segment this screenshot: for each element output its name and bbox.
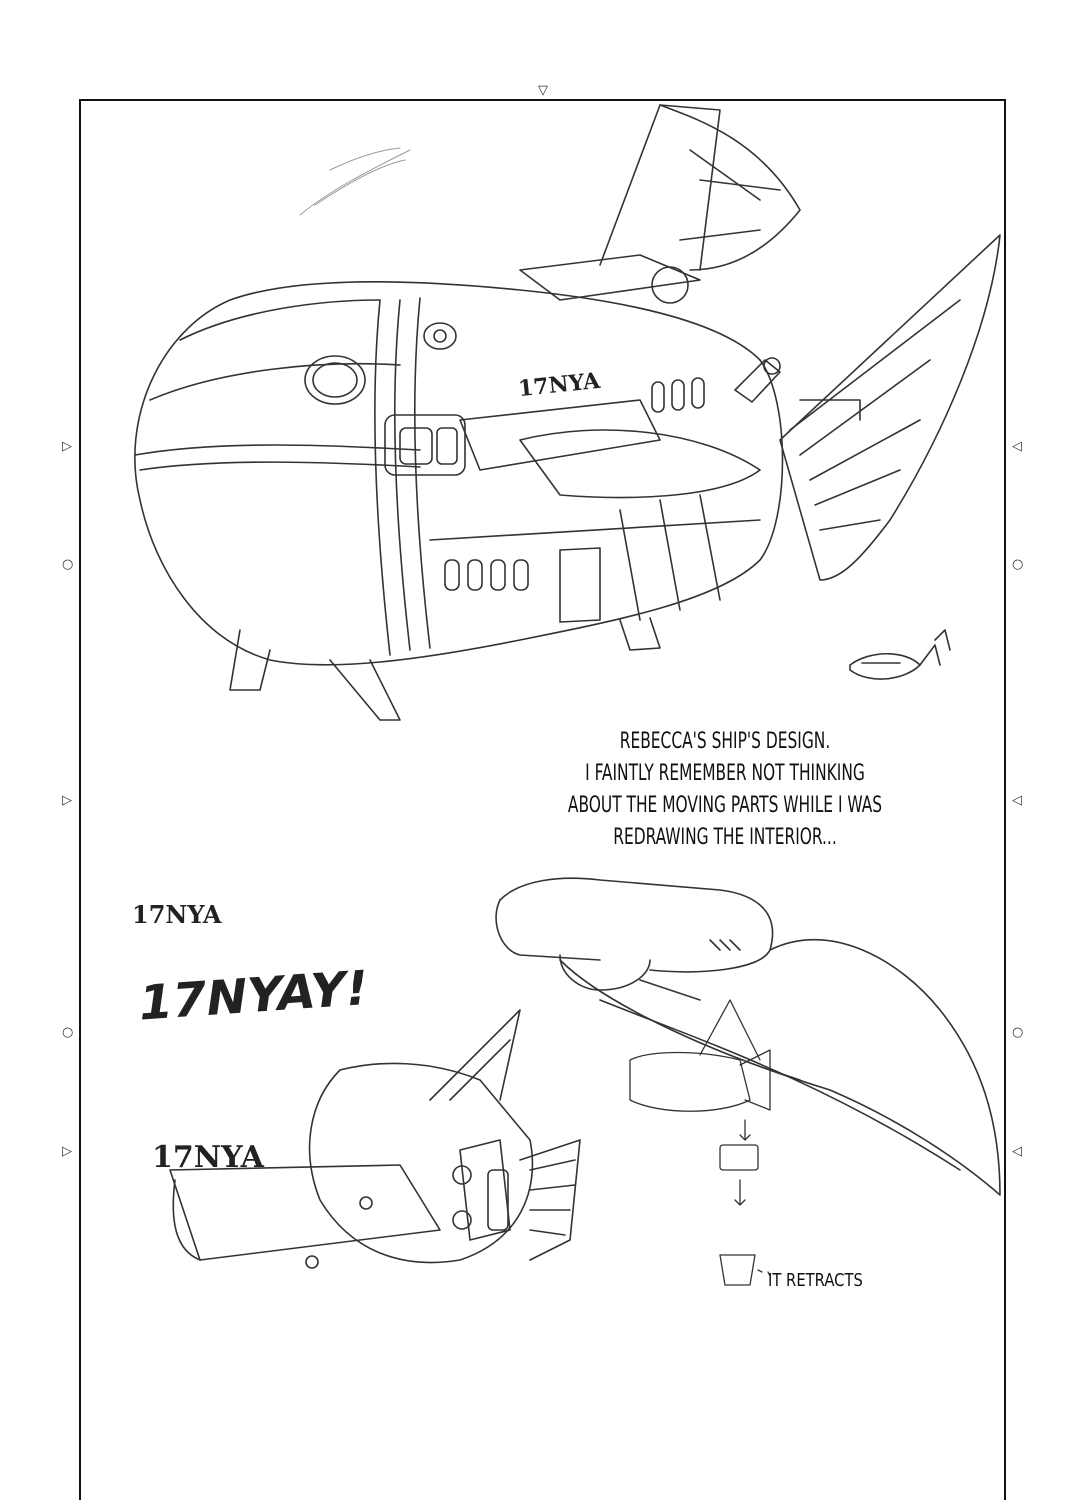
registration-mark-left-2: ○: [62, 557, 74, 572]
registration-mark-left-3: ▷: [62, 793, 72, 808]
registration-mark-right-3: ◁: [1012, 793, 1022, 808]
registration-mark-left-1: ▷: [62, 439, 72, 454]
registration-mark-right-2: ○: [1012, 557, 1024, 572]
wing-sketch: [495, 877, 1001, 1196]
registration-mark-top: ▽: [538, 83, 548, 98]
second-ship-drawing: [169, 1009, 581, 1269]
registration-mark-left-5: ▷: [62, 1144, 72, 1159]
caption-line-3: ABOUT THE MOVING PARTS WHILE I WAS: [567, 793, 883, 818]
retract-note: IT RETRACTS: [768, 1270, 863, 1291]
retract-diagram: [629, 999, 771, 1286]
registration-mark-left-4: ○: [62, 1025, 74, 1040]
author-caption: REBECCA'S SHIP'S DESIGN. I FAINTLY REMEM…: [565, 726, 885, 854]
sketch-logo-3: 17NYA: [152, 1140, 264, 1175]
main-ship-drawing: [134, 104, 1001, 721]
caption-line-2: I FAINTLY REMEMBER NOT THINKING: [585, 761, 865, 786]
caption-line-4: REDRAWING THE INTERIOR...: [613, 825, 837, 850]
registration-mark-right-1: ◁: [1012, 439, 1022, 454]
sketch-logo-1: 17NYA: [132, 900, 222, 929]
caption-line-1: REBECCA'S SHIP'S DESIGN.: [619, 729, 831, 754]
scribble-sketch: [299, 147, 411, 216]
registration-mark-right-5: ◁: [1012, 1144, 1022, 1159]
registration-mark-right-4: ○: [1012, 1025, 1024, 1040]
panel-border: [79, 99, 1006, 1500]
small-fish-doodle: [849, 629, 951, 680]
